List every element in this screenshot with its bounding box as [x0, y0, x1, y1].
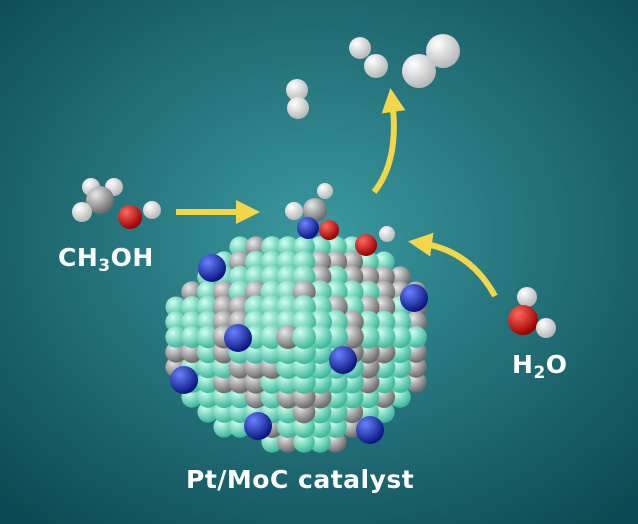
- hydrogen-molecule: [402, 34, 460, 88]
- water-molecule: [508, 287, 556, 338]
- catalyst-atom: [165, 296, 187, 318]
- catalyst-atom: [405, 326, 427, 348]
- adsorbed-species: [285, 183, 395, 256]
- catalyst-label: Pt/MoC catalyst: [186, 465, 415, 494]
- methanol-molecule: [72, 178, 161, 229]
- catalyst-atom: [389, 266, 411, 288]
- catalyst-atom: [181, 281, 203, 303]
- catalyst-atom: [325, 431, 347, 453]
- catalyst-atom: [309, 431, 331, 453]
- catalyst-atom: [213, 416, 235, 438]
- water-input-arrow: [408, 232, 498, 298]
- catalyst-atom: [388, 325, 412, 349]
- catalyst-atom: [373, 251, 395, 273]
- pt-atom: [198, 254, 226, 282]
- pt-atom: [170, 366, 198, 394]
- catalyst-atom: [372, 325, 396, 349]
- pt-atom: [224, 324, 252, 352]
- catalyst-atom: [197, 401, 219, 423]
- catalyst-atom: [196, 325, 220, 349]
- catalyst-atom: [229, 236, 251, 258]
- pt-atom: [329, 346, 357, 374]
- catalyst-atom: [165, 326, 187, 348]
- catalyst-atom: [405, 371, 427, 393]
- catalyst-atom: [389, 386, 411, 408]
- catalyst-atom: [181, 326, 203, 348]
- catalyst-atom: [165, 311, 187, 333]
- hydrogen-molecule: [286, 79, 309, 119]
- catalyst-nanoparticle: [165, 236, 428, 453]
- catalyst-atom: [405, 311, 427, 333]
- catalyst-atom: [405, 356, 427, 378]
- water-label: H2O: [512, 350, 568, 383]
- pt-atom: [244, 412, 272, 440]
- hydrogen-output-arrow: [371, 88, 406, 194]
- catalyst-atom: [293, 431, 315, 453]
- hydrogen-molecule: [349, 37, 388, 78]
- pt-atom: [400, 284, 428, 312]
- catalyst-atom: [277, 431, 299, 453]
- catalyst-atom: [292, 325, 316, 349]
- catalyst-atom: [405, 341, 427, 363]
- methanol-label: CH3OH: [58, 243, 154, 276]
- catalyst-atom: [181, 296, 203, 318]
- catalyst-atom: [373, 401, 395, 423]
- pt-atom: [356, 416, 384, 444]
- catalyst-atom: [165, 341, 187, 363]
